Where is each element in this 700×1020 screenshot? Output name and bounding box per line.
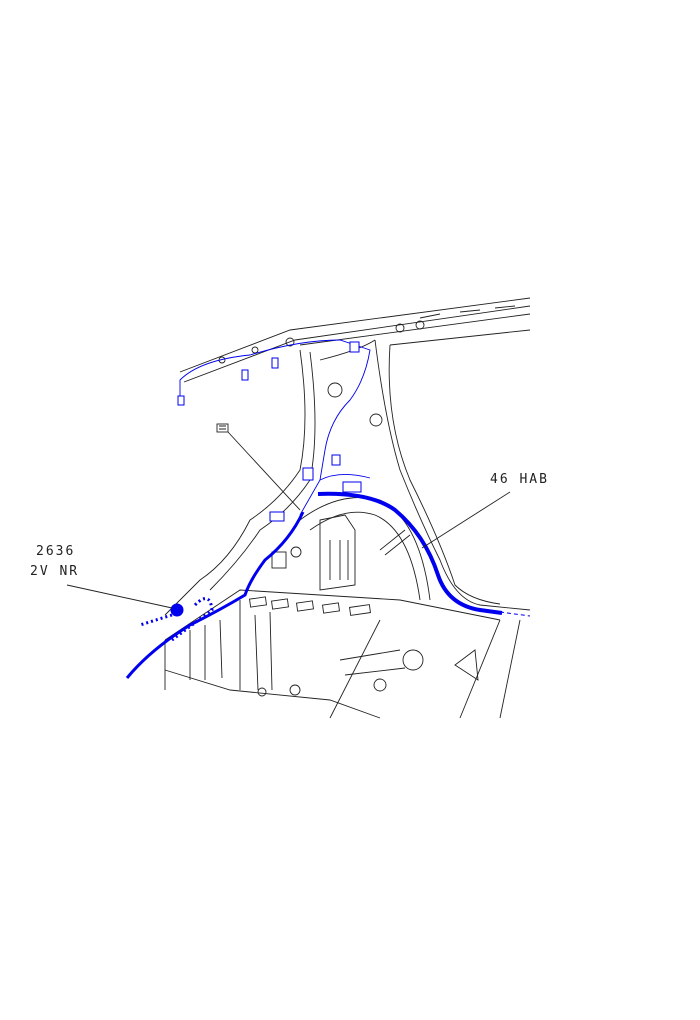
connector-2636 xyxy=(170,603,184,617)
connector-code-label: 2636 xyxy=(36,544,76,559)
harness-main xyxy=(317,491,503,615)
harness-branch xyxy=(125,511,305,679)
wiring-harness xyxy=(125,339,531,679)
body-structure-outline xyxy=(164,297,531,719)
fastener-icon xyxy=(216,423,229,433)
connector-desc-label: 2V NR xyxy=(30,564,80,579)
leader-lines xyxy=(66,431,511,609)
harness-code-label: 46 HAB xyxy=(490,472,549,487)
